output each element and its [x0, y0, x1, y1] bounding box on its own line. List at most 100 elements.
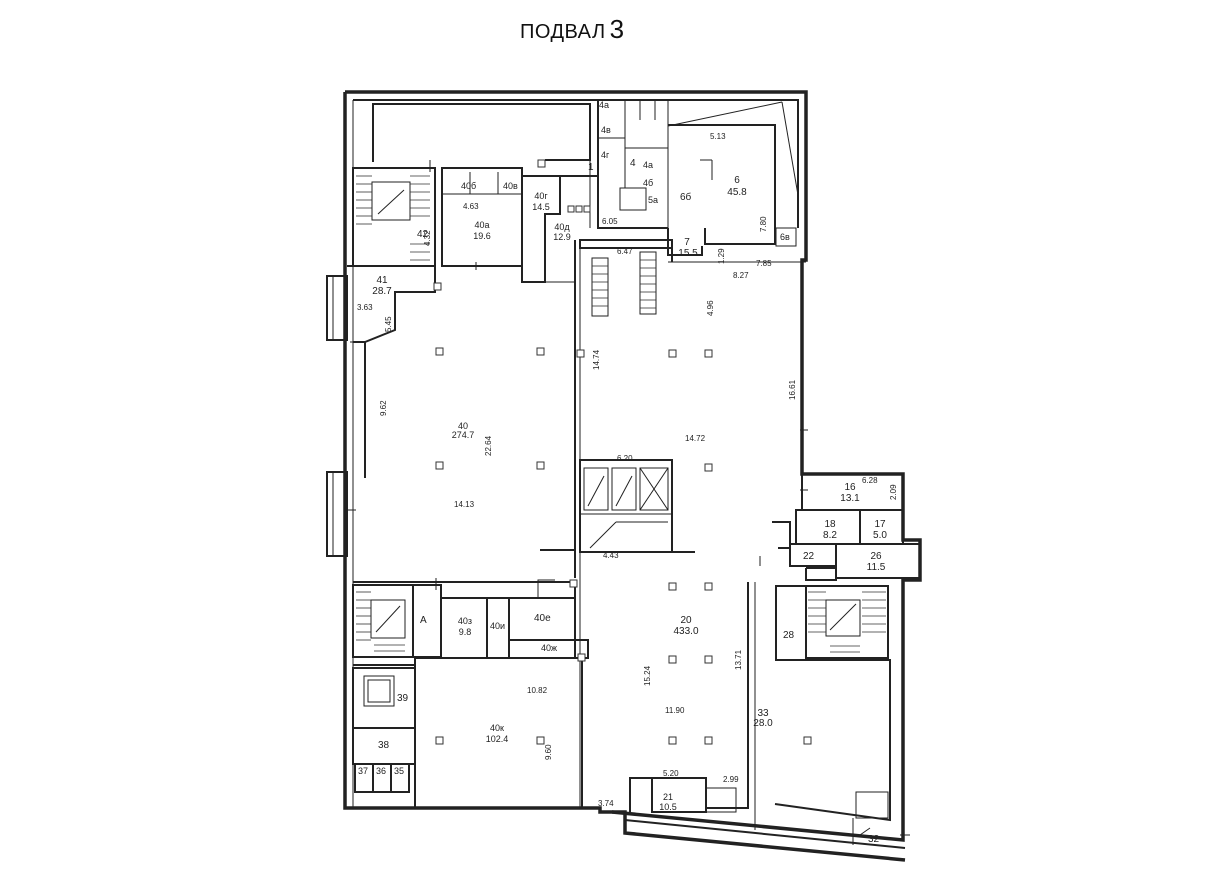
- room-32: 32: [868, 834, 880, 845]
- room-33: 33: [757, 708, 769, 719]
- room-26-area: 11.5: [867, 562, 886, 573]
- room-40z: 40з: [458, 616, 472, 626]
- room-40k-area: 102.4: [486, 734, 509, 744]
- room-6b: 6б: [680, 191, 692, 203]
- room-20: 20: [680, 615, 692, 626]
- dim-5-20: 5.20: [663, 769, 679, 778]
- room-labels: 1 4 4а 4а 4б 4в 4г 5а 6 45.8 6б 6в 7 15.…: [358, 100, 887, 845]
- dim-4-96: 4.96: [706, 300, 715, 316]
- room-A: А: [420, 615, 427, 626]
- dim-13-71: 13.71: [734, 649, 743, 670]
- room-18: 18: [824, 519, 836, 530]
- room-40e: 40е: [534, 613, 551, 624]
- dim-16-61: 16.61: [788, 379, 797, 400]
- room-40a-area: 19.6: [473, 231, 491, 241]
- room-41-area: 28.7: [372, 286, 392, 297]
- dim-15-24: 15.24: [643, 665, 652, 686]
- right-wing: [772, 473, 921, 822]
- room-40: 40: [458, 421, 468, 431]
- dim-6-05: 6.05: [602, 217, 618, 226]
- room-4v: 4в: [601, 125, 611, 135]
- dim-6-20: 6.20: [617, 454, 633, 463]
- room-40g: 40г: [534, 191, 548, 201]
- room-40zh: 40ж: [541, 643, 557, 653]
- stair-top-left: [356, 175, 430, 261]
- dim-2-99: 2.99: [723, 775, 739, 784]
- center-core: [540, 239, 756, 830]
- dim-4-43: 4.43: [603, 551, 619, 560]
- dim-7-85: 7.85: [756, 259, 772, 268]
- room-28: 28: [783, 630, 795, 641]
- room-4a-mid: 4а: [643, 160, 653, 170]
- dim-5-45: 5.45: [384, 316, 393, 332]
- room-26: 26: [870, 551, 882, 562]
- room-38: 38: [378, 740, 390, 751]
- room-40v: 40в: [503, 181, 518, 191]
- dim-10-82: 10.82: [527, 686, 548, 695]
- room-40z-area: 9.8: [459, 627, 472, 637]
- room-42: 42: [417, 229, 429, 240]
- room-40a: 40а: [474, 220, 489, 230]
- room-17: 17: [874, 519, 886, 530]
- room-20-area: 433.0: [673, 626, 698, 637]
- dim-14-13: 14.13: [454, 500, 475, 509]
- room-35: 35: [394, 766, 404, 776]
- dim-4-63: 4.63: [463, 202, 479, 211]
- room-21-area: 10.5: [659, 802, 677, 812]
- dim-3-74: 3.74: [598, 799, 614, 808]
- room-21: 21: [663, 792, 673, 802]
- room-40k: 40к: [490, 723, 504, 733]
- room-16: 16: [844, 482, 856, 493]
- room-4g: 4г: [601, 150, 610, 160]
- room-40b: 40б: [461, 181, 476, 191]
- dim-6-28: 6.28: [862, 476, 878, 485]
- dim-2-09: 2.09: [889, 484, 898, 500]
- dim-9-60: 9.60: [544, 744, 553, 760]
- room-4b: 4б: [643, 178, 653, 188]
- room-16-area: 13.1: [840, 493, 860, 504]
- columns: [433, 159, 812, 745]
- dim-3-63: 3.63: [357, 303, 373, 312]
- stair-right: [808, 591, 886, 653]
- dimension-labels: 5.13 4.63 6.05 6.47 1.29 7.85 8.27 4.32 …: [357, 132, 898, 808]
- stair-bottom-left: [356, 591, 405, 652]
- room-18-area: 8.2: [823, 530, 837, 541]
- room-36: 36: [376, 766, 386, 776]
- plan-title-number: 3: [609, 14, 625, 44]
- room-6-area: 45.8: [727, 187, 747, 198]
- room-4a-top: 4а: [599, 100, 609, 110]
- room-7: 7: [684, 237, 690, 248]
- room-40g-area: 14.5: [532, 202, 550, 212]
- room-40d: 40д: [554, 222, 570, 232]
- dim-9-62: 9.62: [379, 400, 388, 416]
- room-22: 22: [803, 551, 815, 562]
- escalators: [592, 259, 656, 309]
- room-41: 41: [376, 275, 388, 286]
- dim-7-80: 7.80: [759, 216, 768, 232]
- room-40-area: 274.7: [452, 430, 475, 440]
- room-7-area: 15.5: [678, 248, 698, 259]
- room-17-area: 5.0: [873, 530, 887, 541]
- room-6v: 6в: [780, 232, 790, 242]
- room-39: 39: [397, 693, 409, 704]
- room-40d-area: 12.9: [553, 232, 571, 242]
- dim-22-64: 22.64: [484, 435, 493, 456]
- room-37: 37: [358, 766, 368, 776]
- dim-11-90: 11.90: [665, 706, 685, 715]
- dim-4-32: 4.32: [423, 230, 432, 246]
- room-4: 4: [630, 158, 636, 169]
- dim-14-72: 14.72: [685, 434, 706, 443]
- room-6: 6: [734, 175, 740, 186]
- dim-8-27: 8.27: [733, 271, 749, 280]
- plan-title-word: ПОДВАЛ: [519, 21, 606, 43]
- dim-5-13: 5.13: [710, 132, 726, 141]
- room-5a: 5а: [648, 195, 658, 205]
- room-1: 1: [588, 162, 594, 173]
- dim-14-74: 14.74: [592, 349, 601, 370]
- dim-1-29: 1.29: [717, 248, 726, 264]
- room-40i: 40и: [490, 621, 505, 631]
- room-33-area: 28.0: [753, 718, 773, 729]
- door-marks: [346, 160, 871, 836]
